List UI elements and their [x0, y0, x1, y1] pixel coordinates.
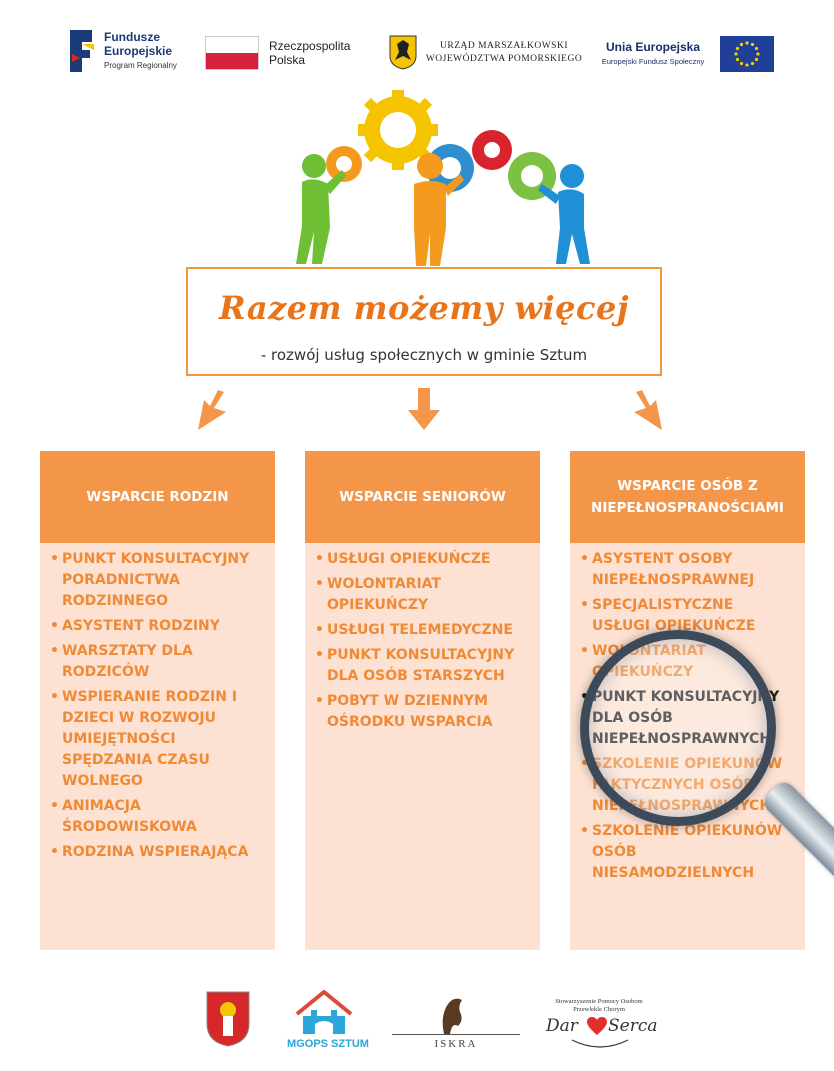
unia-sub: Europejski Fundusz Społeczny	[601, 57, 705, 66]
list-item: USŁUGI TELEMEDYCZNE	[315, 620, 530, 641]
list-item: SPECJALISTYCZNE USŁUGI OPIEKUŃCZE	[580, 595, 795, 637]
green-figure-icon	[296, 154, 346, 264]
mgops-house-icon	[295, 990, 353, 1034]
rzeczpospolita-line2: Polska	[269, 53, 306, 67]
horse-head-icon	[442, 998, 462, 1034]
arrow-down-icon	[408, 388, 440, 430]
arrow-down-left-icon	[198, 390, 226, 430]
sztum-coat-of-arms-icon	[206, 991, 250, 1047]
list-item: SZKOLENIE OPIEKUNÓW OSÓB NIESAMODZIELNYC…	[580, 821, 795, 884]
fundusze-line2: Europejskie	[104, 44, 173, 58]
list-item: ASYSTENT OSOBY NIEPEŁNOSPRAWNEJ	[580, 549, 795, 591]
dar-serca-name-b: Serca	[608, 1016, 658, 1036]
iskra-underline	[392, 1034, 520, 1035]
logo-mgops: MGOPS SZTUM	[283, 990, 373, 1056]
column-heading-seniorow: WSPARCIE SENIORÓW	[305, 451, 540, 543]
blue-figure-icon	[538, 164, 590, 264]
page-title: Razem możemy więcej	[219, 289, 629, 327]
polish-flag-icon	[205, 36, 259, 70]
orange-figure-icon	[414, 153, 464, 266]
dar-serca-name-a: Dar	[546, 1016, 578, 1036]
logo-dar-serca: Stowarzyszenie Pomocy Osobom Przewlekle …	[540, 998, 658, 1052]
logo-fundusze-europejskie: Fundusze Europejskie Program Regionalny	[68, 28, 188, 76]
fundusze-sub: Program Regionalny	[104, 61, 177, 70]
logo-unia-europejska: Unia Europejska Europejski Fundusz Społe…	[594, 36, 774, 72]
urzad-line1: URZĄD MARSZAŁKOWSKI	[440, 41, 568, 51]
page-subtitle: - rozwój usług społecznych w gminie Sztu…	[260, 346, 588, 364]
eu-flag-icon	[720, 36, 774, 72]
list-item: WOLONTARIAT OPIEKUŃCZY	[315, 574, 530, 616]
list-item: ANIMACJA ŚRODOWISKOWA	[50, 796, 265, 838]
teamwork-gears-illustration	[296, 90, 590, 266]
list-item: PUNKT KONSULTACYJNY PORADNICTWA RODZINNE…	[50, 549, 265, 612]
fundusze-europejskie-icon	[68, 28, 96, 74]
gear-yellow-icon	[358, 90, 438, 170]
urzad-line2: WOJEWÓDZTWA POMORSKIEGO	[425, 54, 583, 64]
pomorskie-griffin-icon	[389, 35, 417, 70]
arrow-down-right-icon	[634, 390, 662, 430]
fundusze-line1: Fundusze	[104, 30, 160, 44]
mgops-label: MGOPS SZTUM	[287, 1038, 369, 1050]
unia-title: Unia Europejska	[605, 40, 701, 54]
list-item: WSPIERANIE RODZIN I DZIECI W ROZWOJU UMI…	[50, 687, 265, 792]
list-item: USŁUGI OPIEKUŃCZE	[315, 549, 530, 570]
heart-icon	[587, 1017, 607, 1035]
column-body-rodzin: PUNKT KONSULTACYJNY PORADNICTWA RODZINNE…	[40, 543, 275, 950]
list-item: WARSZTATY DLA RODZICÓW	[50, 641, 265, 683]
rzeczpospolita-line1: Rzeczpospolita	[269, 39, 351, 53]
list-item: PUNKT KONSULTACYJNY DLA OSÓB STARSZYCH	[315, 645, 530, 687]
hands-icon	[571, 1039, 629, 1048]
list-item: POBYT W DZIENNYM OŚRODKU WSPARCIA	[315, 691, 530, 733]
title-box: Razem możemy więcej - rozwój usług społe…	[186, 267, 662, 376]
logo-iskra: ISKRA	[392, 996, 520, 1056]
column-heading-niepelnosprawnych: WSPARCIE OSÓB Z NIEPEŁNOSPRANOŚCIAMI	[570, 451, 805, 543]
column-body-seniorow: USŁUGI OPIEKUŃCZE WOLONTARIAT OPIEKUŃCZY…	[305, 543, 540, 950]
list-item: RODZINA WSPIERAJĄCA	[50, 842, 265, 863]
logo-urzad-marszalkowski: URZĄD MARSZAŁKOWSKI WOJEWÓDZTWA POMORSKI…	[388, 34, 588, 72]
dar-serca-top-text: Stowarzyszenie Pomocy Osobom Przewlekle …	[555, 998, 643, 1013]
gear-red-icon	[472, 130, 512, 170]
logo-rzeczpospolita: Rzeczpospolita Polska	[205, 36, 365, 72]
iskra-label: ISKRA	[434, 1038, 478, 1050]
column-heading-rodzin: WSPARCIE RODZIN	[40, 451, 275, 543]
gear-orange-small-icon	[326, 146, 362, 182]
list-item: ASYSTENT RODZINY	[50, 616, 265, 637]
magnifying-glass-icon	[580, 630, 776, 826]
